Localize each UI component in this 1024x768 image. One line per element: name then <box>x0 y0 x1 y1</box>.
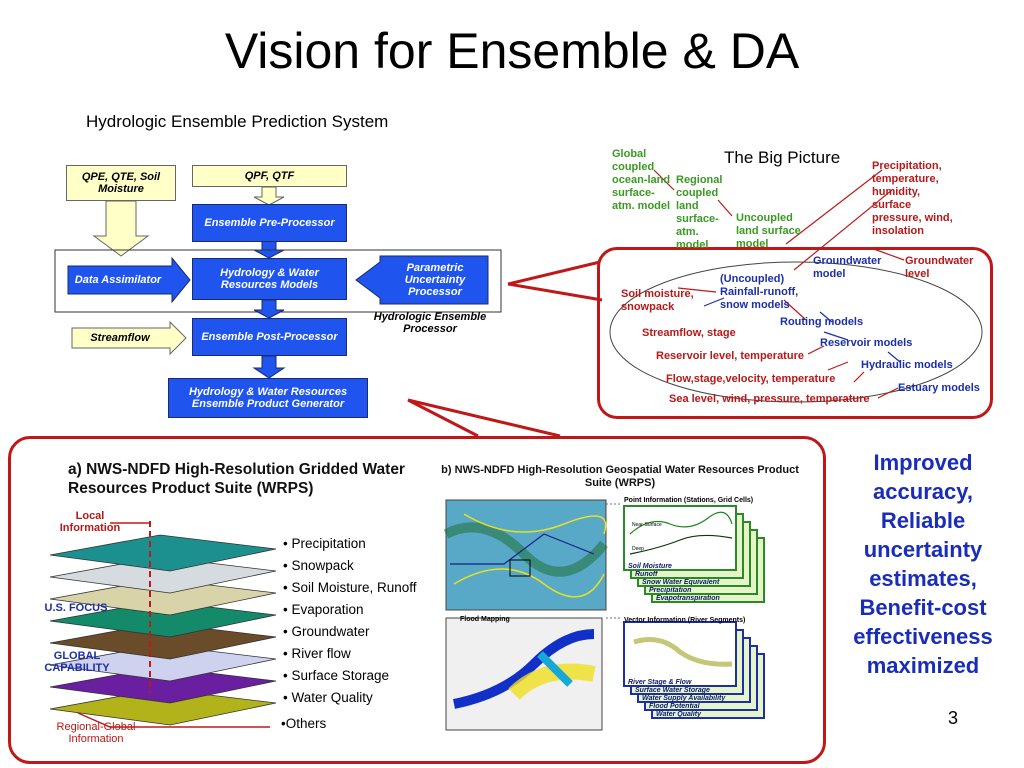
qpf-arrow <box>253 186 285 206</box>
data-assimilator-arrow <box>67 256 191 304</box>
vector-card-label-0: River Stage & Flow <box>628 679 692 686</box>
callout-pointer-right-b <box>507 282 603 302</box>
callout-pointer-right <box>507 260 601 286</box>
vector-card-label-4: Water Quality <box>656 711 702 718</box>
layer-plate-0 <box>49 534 277 572</box>
hydraulic-text: Hydraulic models <box>861 359 953 371</box>
gw-level-text: Groundwater level <box>905 255 974 280</box>
local-info-label: Local Information <box>59 510 121 534</box>
big-picture-lines <box>609 169 983 403</box>
flood-mapping-label: Flood Mapping <box>460 616 510 623</box>
layer-label-3: • Evaporation <box>283 602 364 617</box>
post-to-product-arrow <box>252 355 286 379</box>
vector-card-label-3: Flood Potential <box>649 703 701 710</box>
big-picture-title: The Big Picture <box>724 148 841 167</box>
reservoir-models-text: Reservoir models <box>820 337 913 349</box>
streamflow-label: Streamflow <box>90 332 150 344</box>
global-capability-label: GLOBAL CAPABILITY <box>44 650 110 674</box>
near-surface-label: Near-Surface <box>632 522 662 528</box>
layer-label-6: • Surface Storage <box>283 668 390 683</box>
wrps-panel <box>8 436 826 764</box>
point-card-label-0: Soil Moisture <box>628 563 672 570</box>
vector-info-label: Vector Information (River Segments) <box>624 617 746 624</box>
models-to-post-arrow <box>253 299 285 319</box>
gw-model-text: Groundwater model <box>813 255 882 280</box>
flow-stage-text: Flow,stage,velocity, temperature <box>666 373 836 385</box>
layer-label-1: • Snowpack <box>283 558 354 573</box>
routing-text: Routing models <box>780 316 864 328</box>
stage-band <box>633 637 733 667</box>
deep-curve <box>629 534 733 555</box>
hydro-system-label: Hydrologic Ensemble Prediction System <box>86 112 389 131</box>
layers-stack <box>49 521 277 728</box>
callout-pointer-bottom-b <box>407 398 561 438</box>
big-picture-panel <box>597 247 993 419</box>
data-assimilator-label: Data Assimilator <box>74 273 162 286</box>
point-card-label-2: Snow Water Equivalent <box>642 579 720 586</box>
uncoupled-land-text: Uncoupled land surface model <box>736 212 801 250</box>
point-info-label: Point Information (Stations, Grid Cells) <box>624 497 754 504</box>
soil-text: Soil moisture, snowpack <box>621 288 694 313</box>
estuary-text: Estuary models <box>898 382 980 394</box>
point-card-label-1: Runoff <box>635 571 658 578</box>
layer-label-2: • Soil Moisture, Runoff <box>283 580 417 595</box>
wrps-maps <box>444 499 608 731</box>
vector-card-label-2: Water Supply Availability <box>642 695 726 702</box>
streamflow-stage-text: Streamflow, stage <box>642 327 736 339</box>
parametric-arrow <box>355 255 489 305</box>
reservoir-level-text: Reservoir level, temperature <box>656 350 804 362</box>
global-model-text: Global coupled ocean-land surface-atm. m… <box>612 148 671 212</box>
processor-label: Hydrologic Ensemble Processor <box>373 311 487 335</box>
near-surface-curve <box>629 511 733 535</box>
pre-processor-box: Ensemble Pre-Processor <box>192 204 347 242</box>
callout-pointer-bottom <box>407 398 479 438</box>
point-card-label-4: Evapotranspiration <box>656 595 720 602</box>
wrps-title-a: a) NWS-NDFD High-Resolution Gridded Wate… <box>68 461 405 497</box>
rainfall-runoff-text: (Uncoupled) Rainfall-runoff, snow models <box>720 273 799 311</box>
improved-text: Improved accuracy, Reliable uncertainty … <box>853 450 993 678</box>
regional-model-text: Regional coupled land surface-atm. model <box>676 174 723 251</box>
layer-label-4: • Groundwater <box>283 624 370 639</box>
wrps-title-b: b) NWS-NDFD High-Resolution Geospatial W… <box>441 464 799 489</box>
post-processor-box: Ensemble Post-Processor <box>192 318 347 356</box>
regional-global-label: Regional-Global Information <box>56 721 136 745</box>
product-generator-box: Hydrology & Water Resources Ensemble Pro… <box>168 378 368 418</box>
qpe-arrow <box>92 200 150 257</box>
point-card-0 <box>623 505 737 571</box>
layer-label-7: • Water Quality <box>283 690 373 705</box>
hydro-models-box: Hydrology & Water Resources Models <box>192 258 347 300</box>
streamflow-arrow <box>71 320 187 356</box>
layer-label-5: • River flow <box>283 646 351 661</box>
deep-label: Deep <box>632 546 644 552</box>
parametric-label: Parametric Uncertainty Processor <box>404 262 466 298</box>
sea-level-text: Sea level, wind, pressure, temperature <box>669 393 870 405</box>
point-card-label-3: Precipitation <box>649 587 691 594</box>
slide-number: 3 <box>948 708 959 728</box>
regional-arrow <box>77 712 270 728</box>
precip-list-text: Precipitation, temperature, humidity, su… <box>872 160 953 237</box>
flow-arrows <box>54 186 502 379</box>
layer-label-0: • Precipitation <box>283 536 366 551</box>
slide-title: Vision for Ensemble & DA <box>224 23 800 79</box>
us-focus-label: U.S. FOCUS <box>44 602 108 614</box>
vector-card-label-1: Surface Water Storage <box>635 687 710 694</box>
big-picture-ellipse <box>609 261 983 403</box>
layer-label-8: •Others <box>281 716 327 731</box>
